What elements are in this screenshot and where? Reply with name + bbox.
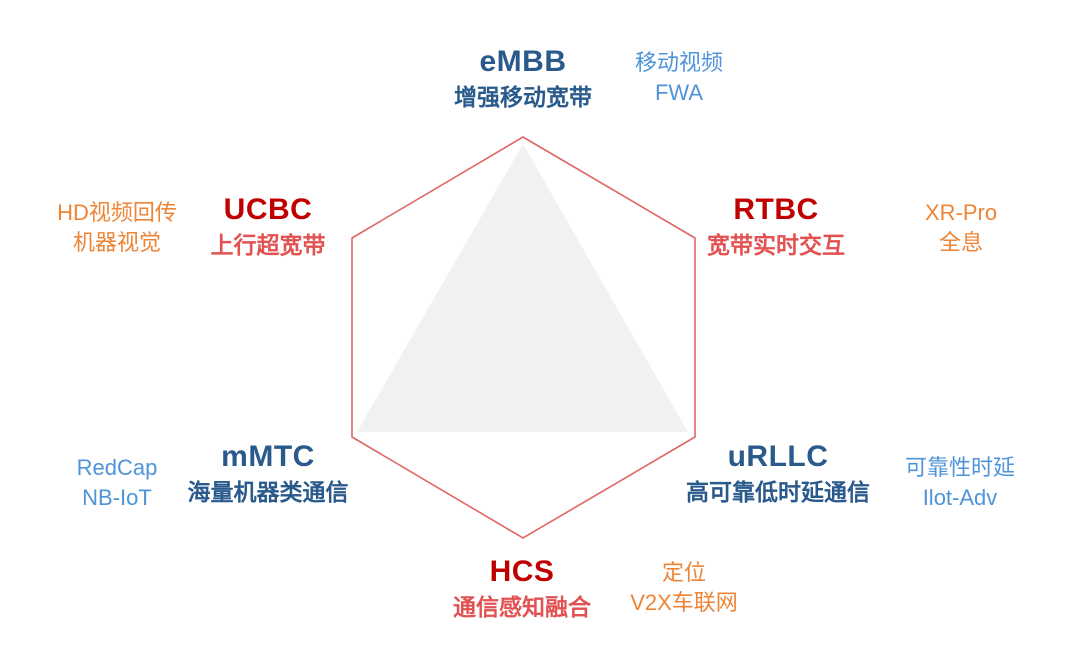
node-rtbc: RTBC 宽带实时交互 [707, 193, 845, 260]
node-ucbc-abbr: UCBC [223, 193, 313, 226]
keywords-hcs-line2: V2X车联网 [630, 590, 738, 615]
keywords-mmtc-line1: RedCap [76, 455, 158, 480]
node-mmtc: mMTC 海量机器类通信 [188, 440, 349, 507]
node-ucbc-name: 上行超宽带 [210, 232, 326, 258]
hexagon-outline [351, 136, 696, 539]
node-mmtc-name: 海量机器类通信 [187, 479, 349, 505]
keywords-hcs: 定位 V2X车联网 [630, 558, 738, 618]
node-embb-name: 增强移动宽带 [454, 84, 592, 110]
node-mmtc-abbr: mMTC [221, 440, 315, 473]
keywords-urllc-line1: 可靠性时延 [904, 455, 1016, 480]
node-rtbc-abbr: RTBC [733, 193, 819, 226]
keywords-ucbc-line2: 机器视觉 [72, 230, 161, 255]
node-urllc-name: 高可靠低时延通信 [686, 479, 870, 505]
node-hcs-abbr: HCS [489, 555, 555, 588]
keywords-mmtc: RedCap NB-IoT [77, 453, 158, 513]
node-urllc-abbr: uRLLC [727, 440, 829, 473]
keywords-rtbc-line1: XR-Pro [924, 200, 998, 225]
keywords-embb-line1: 移动视频 [634, 50, 724, 75]
triangle-shape [357, 144, 688, 432]
keywords-rtbc: XR-Pro 全息 [925, 198, 997, 258]
node-embb: eMBB 增强移动宽带 [454, 45, 592, 112]
node-hcs-name: 通信感知融合 [453, 594, 591, 620]
node-hcs: HCS 通信感知融合 [453, 555, 591, 622]
node-embb-abbr: eMBB [479, 45, 567, 78]
node-rtbc-name: 宽带实时交互 [707, 232, 845, 258]
keywords-urllc-line2: Ilot-Adv [922, 485, 998, 510]
keywords-mmtc-line2: NB-IoT [82, 485, 152, 510]
keywords-hcs-line1: 定位 [661, 560, 706, 585]
keywords-embb-line2: FWA [654, 80, 704, 105]
keywords-embb: 移动视频 FWA [635, 48, 723, 108]
node-ucbc: UCBC 上行超宽带 [211, 193, 326, 260]
node-urllc: uRLLC 高可靠低时延通信 [686, 440, 870, 507]
keywords-ucbc-line1: HD视频回传 [57, 200, 177, 225]
keywords-ucbc: HD视频回传 机器视觉 [57, 198, 177, 258]
keywords-rtbc-line2: 全息 [938, 230, 983, 255]
keywords-urllc: 可靠性时延 Ilot-Adv [905, 453, 1015, 513]
